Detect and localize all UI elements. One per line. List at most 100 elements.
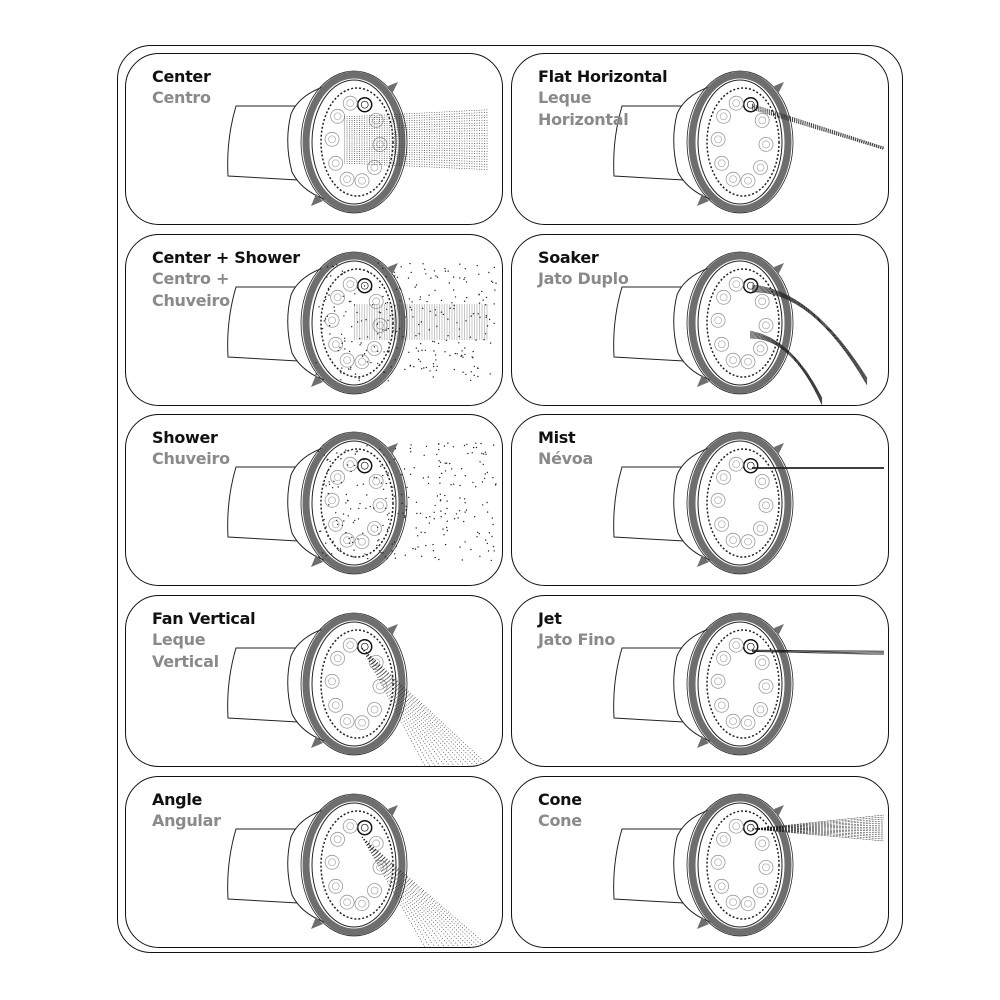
showerhead-icon xyxy=(613,431,884,575)
nozzle xyxy=(328,878,344,894)
rotate-arrow-icon xyxy=(388,443,398,455)
nozzle xyxy=(356,96,373,113)
nozzle xyxy=(354,173,370,189)
nozzle xyxy=(725,171,741,187)
mode-title-en: Flat Horizontal xyxy=(538,67,668,86)
nozzle xyxy=(742,457,759,474)
nozzle xyxy=(742,96,759,113)
rotate-arrow-icon xyxy=(388,805,398,817)
nozzle xyxy=(328,697,344,713)
nozzle xyxy=(368,113,384,128)
nozzle xyxy=(716,108,732,124)
nozzle xyxy=(728,95,744,111)
nozzle xyxy=(728,637,744,653)
nozzle xyxy=(356,819,373,836)
mode-title-en: Center + Shower xyxy=(152,248,300,267)
nozzle xyxy=(368,836,384,851)
nozzle xyxy=(324,312,340,328)
nozzle xyxy=(330,650,346,666)
nozzle xyxy=(714,516,730,532)
nozzle xyxy=(742,819,759,836)
nozzle xyxy=(328,516,344,532)
mode-title-pt: Leque Vertical xyxy=(152,630,219,671)
mode-title-en: Center xyxy=(152,67,211,86)
nozzle xyxy=(725,352,741,368)
nozzle xyxy=(758,137,774,152)
pipe xyxy=(227,286,299,362)
nozzle xyxy=(342,276,358,292)
showerhead-icon xyxy=(227,70,489,214)
nozzle xyxy=(330,289,346,305)
nozzle xyxy=(753,702,768,717)
nozzle xyxy=(714,878,730,894)
mode-card-center: Center Centro xyxy=(125,53,503,225)
nozzle xyxy=(339,352,355,368)
showerhead-icon xyxy=(613,612,885,756)
spray-pattern-cone xyxy=(751,814,885,842)
showerhead-icon xyxy=(227,251,497,395)
pipe xyxy=(613,286,685,362)
mode-title-pt: Angular xyxy=(152,811,221,830)
spray-pattern-angle xyxy=(361,836,490,947)
showerhead-icon xyxy=(227,793,490,947)
rotate-arrow-icon xyxy=(388,624,398,636)
showerhead-icon xyxy=(227,612,490,766)
nozzle xyxy=(354,896,370,912)
nozzle xyxy=(740,173,756,189)
mode-title-pt: Jato Fino xyxy=(538,630,616,649)
nozzle xyxy=(367,521,382,536)
nozzle xyxy=(714,336,730,352)
mode-title-en: Cone xyxy=(538,790,582,809)
nozzle xyxy=(716,289,732,305)
mode-title-pt: Jato Duplo xyxy=(538,269,629,288)
nozzle xyxy=(710,492,726,508)
showerhead-icon xyxy=(613,251,868,405)
nozzle xyxy=(758,860,774,875)
mode-card-shower: Shower Chuveiro xyxy=(125,414,503,586)
nozzle xyxy=(740,354,756,370)
mode-title-pt: Centro xyxy=(152,88,211,107)
nozzle xyxy=(710,131,726,147)
nozzle xyxy=(754,113,770,128)
rotate-arrow-icon xyxy=(774,82,784,94)
nozzle xyxy=(725,894,741,910)
nozzle xyxy=(725,532,741,548)
rotate-arrow-icon xyxy=(388,82,398,94)
pipe xyxy=(227,828,299,904)
nozzle xyxy=(728,818,744,834)
mode-title-en: Soaker xyxy=(538,248,599,267)
mode-title-en: Fan Vertical xyxy=(152,609,256,628)
mode-card-mist: Mist Névoa xyxy=(511,414,889,586)
spray-pattern-soaker xyxy=(749,284,868,405)
nozzle xyxy=(742,277,759,294)
nozzle xyxy=(356,457,373,474)
nozzle xyxy=(354,715,370,731)
nozzle xyxy=(328,155,344,171)
nozzle xyxy=(367,341,382,356)
mode-card-jet: Jet Jato Fino xyxy=(511,595,889,767)
rotate-arrow-icon xyxy=(774,624,784,636)
nozzle xyxy=(330,469,346,485)
mode-title-pt: Névoa xyxy=(538,449,593,468)
nozzle xyxy=(728,276,744,292)
mode-card-soaker: Soaker Jato Duplo xyxy=(511,234,889,406)
nozzle xyxy=(710,854,726,870)
spray-pattern-jet xyxy=(751,649,885,655)
nozzle xyxy=(330,108,346,124)
nozzle xyxy=(339,532,355,548)
nozzle xyxy=(324,131,340,147)
nozzle xyxy=(342,637,358,653)
nozzle xyxy=(372,498,388,513)
mode-card-fan-vertical: Fan Vertical Leque Vertical xyxy=(125,595,503,767)
nozzle xyxy=(367,883,382,898)
showerhead-icon xyxy=(613,70,885,214)
nozzle xyxy=(354,354,370,370)
nozzle xyxy=(758,498,774,513)
pipe xyxy=(613,466,685,542)
mode-card-center-shower: Center + Shower Centro + Chuveiro xyxy=(125,234,503,406)
pipe xyxy=(613,105,685,181)
nozzle xyxy=(324,854,340,870)
pipe xyxy=(227,647,299,723)
nozzle xyxy=(754,836,770,851)
mode-title-en: Jet xyxy=(538,609,562,628)
